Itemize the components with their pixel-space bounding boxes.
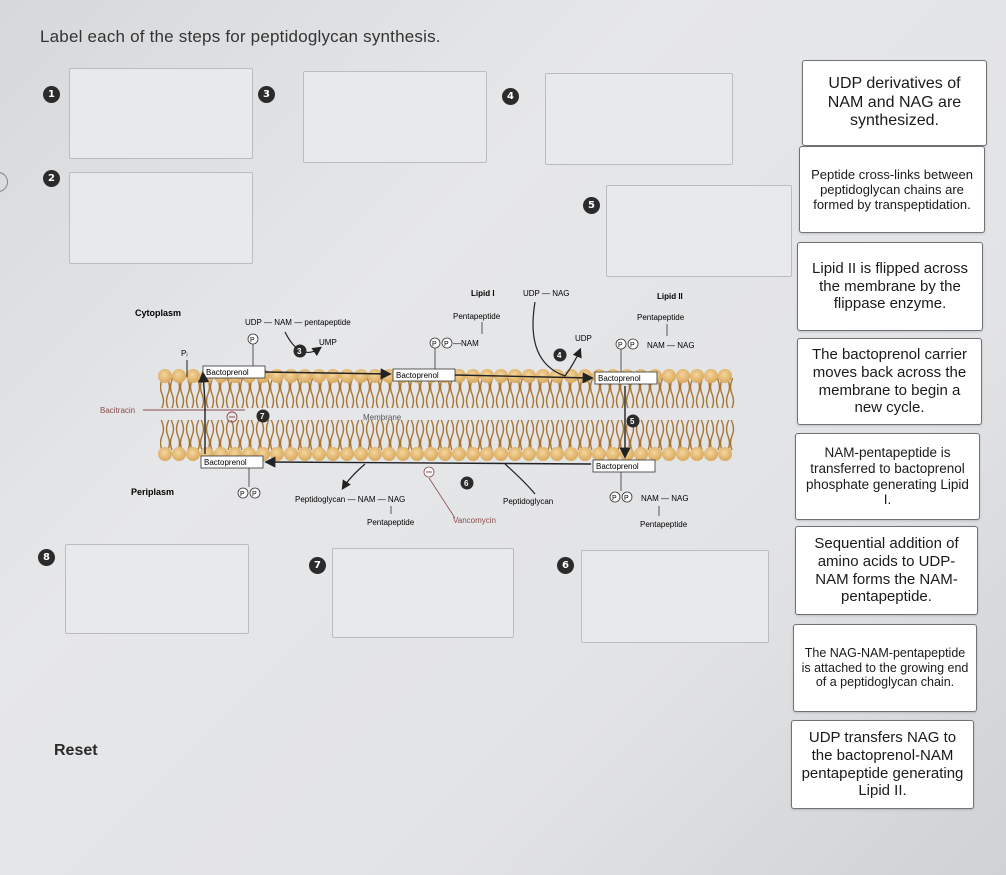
step-number-badge: 8 xyxy=(38,549,55,566)
answer-card[interactable]: Lipid II is flipped across the membrane … xyxy=(797,242,983,331)
svg-text:5: 5 xyxy=(630,417,635,426)
answer-card[interactable]: Peptide cross-links between peptidoglyca… xyxy=(799,146,985,233)
cytoplasm-label: Cytoplasm xyxy=(135,308,181,318)
svg-text:6: 6 xyxy=(464,479,469,488)
bactoprenol-label: Bactoprenol xyxy=(206,368,249,377)
answer-card[interactable]: NAM-pentapeptide is transferred to bacto… xyxy=(795,433,980,520)
bacitracin-label: Bacitracin xyxy=(100,406,135,415)
drop-target-7[interactable] xyxy=(332,548,514,638)
question-title: Label each of the steps for peptidoglyca… xyxy=(40,27,441,46)
svg-text:P: P xyxy=(612,495,617,502)
membrane-label: Membrane xyxy=(363,413,402,422)
svg-text:P: P xyxy=(444,341,449,348)
answer-card[interactable]: The NAG-NAM-pentapeptide is attached to … xyxy=(793,624,977,712)
svg-text:P: P xyxy=(432,341,437,348)
drop-target-6[interactable] xyxy=(581,550,769,643)
scrolled-offscreen-circle xyxy=(0,172,8,192)
drop-target-5[interactable] xyxy=(606,185,792,277)
diagram-step-5: 5 xyxy=(626,414,640,428)
answer-card[interactable]: UDP derivatives of NAM and NAG are synth… xyxy=(802,60,987,146)
drop-target-1[interactable] xyxy=(69,68,253,159)
svg-text:7: 7 xyxy=(260,412,265,421)
step-number-badge: 3 xyxy=(258,86,275,103)
diagram-step-3: 3 xyxy=(293,344,307,358)
svg-text:4: 4 xyxy=(557,351,562,360)
pentapeptide-label: Pentapeptide xyxy=(640,520,688,529)
nam-nag-label: NAM — NAG xyxy=(647,341,695,350)
svg-text:—: — xyxy=(453,339,461,348)
drop-target-4[interactable] xyxy=(545,73,733,165)
pentapeptide-label: Pentapeptide xyxy=(367,518,415,527)
svg-text:P: P xyxy=(240,491,245,498)
vancomycin-label: Vancomycin xyxy=(453,516,496,525)
peptidoglycan-synthesis-diagram: Cytoplasm Periplasm Bacitracin Membrane … xyxy=(100,289,735,529)
membrane-heads-bottom xyxy=(158,447,732,461)
drop-target-3[interactable] xyxy=(303,71,487,163)
udp-nag-label: UDP — NAG xyxy=(523,289,570,298)
answer-card[interactable]: UDP transfers NAG to the bactoprenol-NAM… xyxy=(791,720,974,809)
svg-text:P: P xyxy=(618,342,623,349)
bactoprenol-label: Bactoprenol xyxy=(204,458,247,467)
svg-text:3: 3 xyxy=(297,347,302,356)
membrane-tails-bottom xyxy=(160,420,735,450)
svg-text:P: P xyxy=(624,495,629,502)
diagram-step-6: 6 xyxy=(460,476,474,490)
answer-card[interactable]: The bactoprenol carrier moves back acros… xyxy=(797,338,982,425)
drop-target-2[interactable] xyxy=(69,172,253,264)
reset-button[interactable]: Reset xyxy=(54,742,98,759)
pentapeptide-label: Pentapeptide xyxy=(453,312,501,321)
lipid2-label: Lipid II xyxy=(657,292,683,301)
step-number-badge: 2 xyxy=(43,170,60,187)
bactoprenol-label: Bactoprenol xyxy=(598,374,641,383)
peptidoglycan-label: Peptidoglycan xyxy=(503,497,553,506)
bactoprenol-label: Bactoprenol xyxy=(396,371,439,380)
udp-nam-pentapeptide-label: UDP — NAM — pentapeptide xyxy=(245,318,351,327)
svg-text:P: P xyxy=(250,337,255,344)
diagram-step-7: 7 xyxy=(256,409,270,423)
pi-label: Pᵢ xyxy=(181,349,188,358)
step-number-badge: 4 xyxy=(502,88,519,105)
step-number-badge: 5 xyxy=(583,197,600,214)
nam-label: NAM xyxy=(461,339,479,348)
lipid1-label: Lipid I xyxy=(471,289,495,298)
svg-text:P: P xyxy=(630,342,635,349)
step-number-badge: 1 xyxy=(43,86,60,103)
answer-card[interactable]: Sequential addition of amino acids to UD… xyxy=(795,526,978,615)
diagram-step-4: 4 xyxy=(553,348,567,362)
step-number-badge: 6 xyxy=(557,557,574,574)
peptidoglycan-nam-nag-label: Peptidoglycan — NAM — NAG xyxy=(295,495,405,504)
step-number-badge: 7 xyxy=(309,557,326,574)
bactoprenol-label: Bactoprenol xyxy=(596,462,639,471)
svg-text:P: P xyxy=(252,491,257,498)
periplasm-label: Periplasm xyxy=(131,487,174,497)
udp-label: UDP xyxy=(575,334,592,343)
nam-nag-label: NAM — NAG xyxy=(641,494,689,503)
ump-label: UMP xyxy=(319,338,337,347)
pentapeptide-label: Pentapeptide xyxy=(637,313,685,322)
drop-target-8[interactable] xyxy=(65,544,249,634)
